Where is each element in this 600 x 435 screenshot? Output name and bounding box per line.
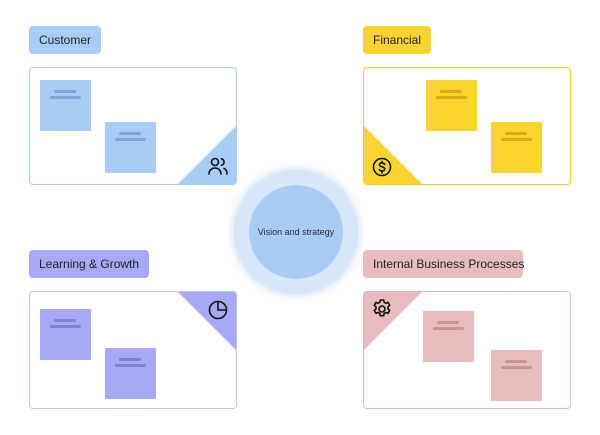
financial-label[interactable]: Financial xyxy=(363,26,431,54)
learning-growth-label[interactable]: Learning & Growth xyxy=(29,250,149,278)
sticky-note[interactable] xyxy=(105,348,156,399)
sticky-note[interactable] xyxy=(491,122,542,173)
internal-processes-panel[interactable] xyxy=(363,291,571,409)
internal-processes-label[interactable]: Internal Business Processes xyxy=(363,250,524,278)
sticky-note[interactable] xyxy=(40,309,91,360)
sticky-note[interactable] xyxy=(423,311,474,362)
sticky-note[interactable] xyxy=(491,350,542,401)
learning-growth-panel[interactable] xyxy=(29,291,237,409)
vision-strategy-circle[interactable]: Vision and strategy xyxy=(249,185,343,279)
gear-icon xyxy=(373,299,391,317)
financial-panel[interactable] xyxy=(363,67,571,185)
sticky-note[interactable] xyxy=(426,80,477,131)
pie-chart-icon xyxy=(208,300,228,320)
customer-label[interactable]: Customer xyxy=(29,26,101,54)
dollar-circle-icon xyxy=(372,157,392,177)
users-icon xyxy=(208,157,228,175)
customer-panel[interactable] xyxy=(29,67,237,185)
sticky-note[interactable] xyxy=(105,122,156,173)
sticky-note[interactable] xyxy=(40,80,91,131)
vision-strategy-label: Vision and strategy xyxy=(257,227,335,237)
